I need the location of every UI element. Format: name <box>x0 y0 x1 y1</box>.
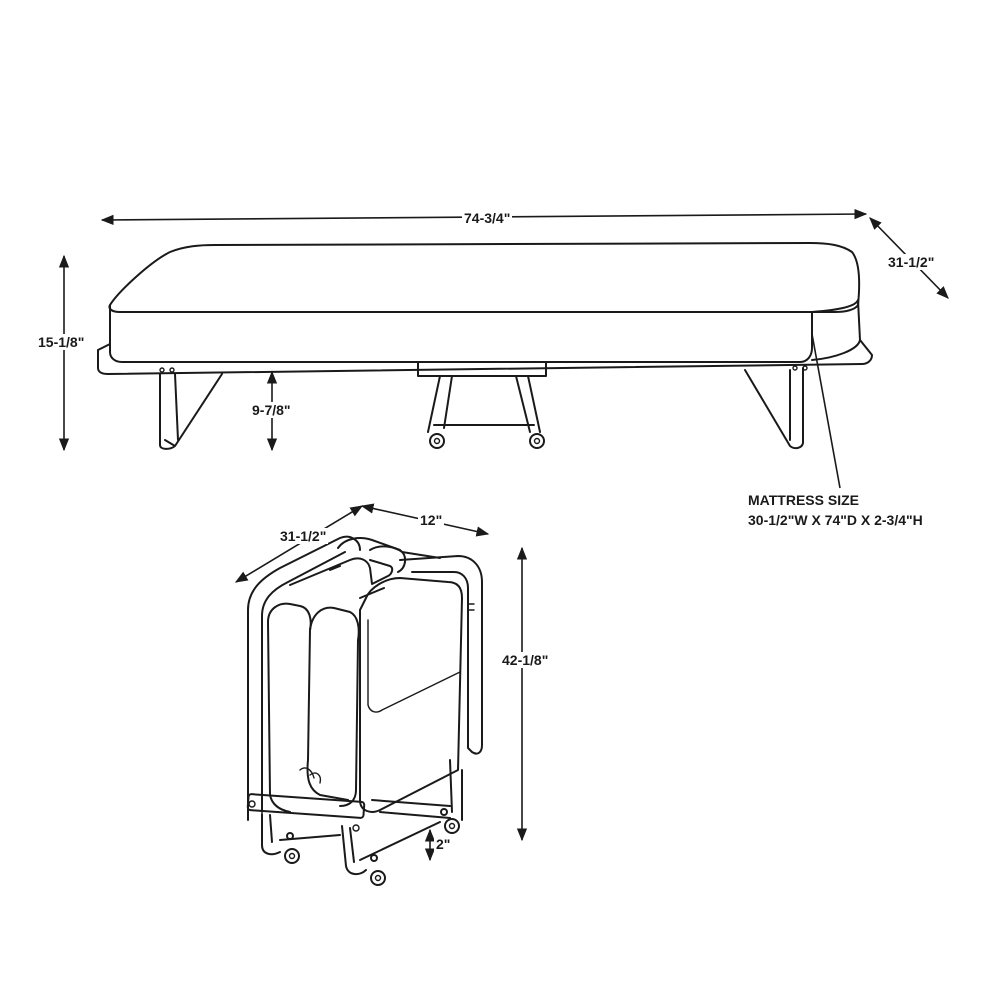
open-bed <box>97 242 873 450</box>
right-leg <box>744 367 804 450</box>
mattress-size-heading: MATTRESS SIZE <box>746 492 861 508</box>
left-leg <box>159 373 223 450</box>
folded-depth-dim-line <box>234 505 364 583</box>
folded-height-label: 42-1/8" <box>500 652 551 668</box>
caster-clearance-label: 2" <box>434 836 453 852</box>
center-caster-left <box>429 433 445 449</box>
bed-depth-label: 31-1/2" <box>886 254 937 270</box>
folded-caster-1 <box>284 848 300 864</box>
folded-front-panel <box>359 577 463 813</box>
mattress-leader-line <box>811 333 841 489</box>
center-caster-right <box>529 433 545 449</box>
folded-depth-label: 31-1/2" <box>278 528 329 544</box>
folded-lower-frame <box>261 759 463 876</box>
mattress-top <box>108 242 861 313</box>
mattress-size-value: 30-1/2"W X 74"D X 2-3/4"H <box>746 512 925 528</box>
folded-crossbar <box>246 793 366 819</box>
folded-caster-2 <box>370 870 386 886</box>
folded-frame-right <box>399 555 483 755</box>
bed-height-label: 15-1/8" <box>36 334 87 350</box>
mattress-side <box>109 304 813 363</box>
folded-caster-3 <box>444 818 460 834</box>
folded-mattress-left <box>267 602 349 801</box>
frame-height-label: 9-7/8" <box>250 402 293 418</box>
bed-length-label: 74-3/4" <box>462 210 513 226</box>
center-caster-frame <box>427 375 541 433</box>
folded-bed <box>246 535 483 886</box>
folded-width-label: 12" <box>418 512 445 528</box>
center-bracket <box>417 361 547 377</box>
folded-handle <box>289 557 394 586</box>
bed-frame-rail <box>97 339 873 375</box>
